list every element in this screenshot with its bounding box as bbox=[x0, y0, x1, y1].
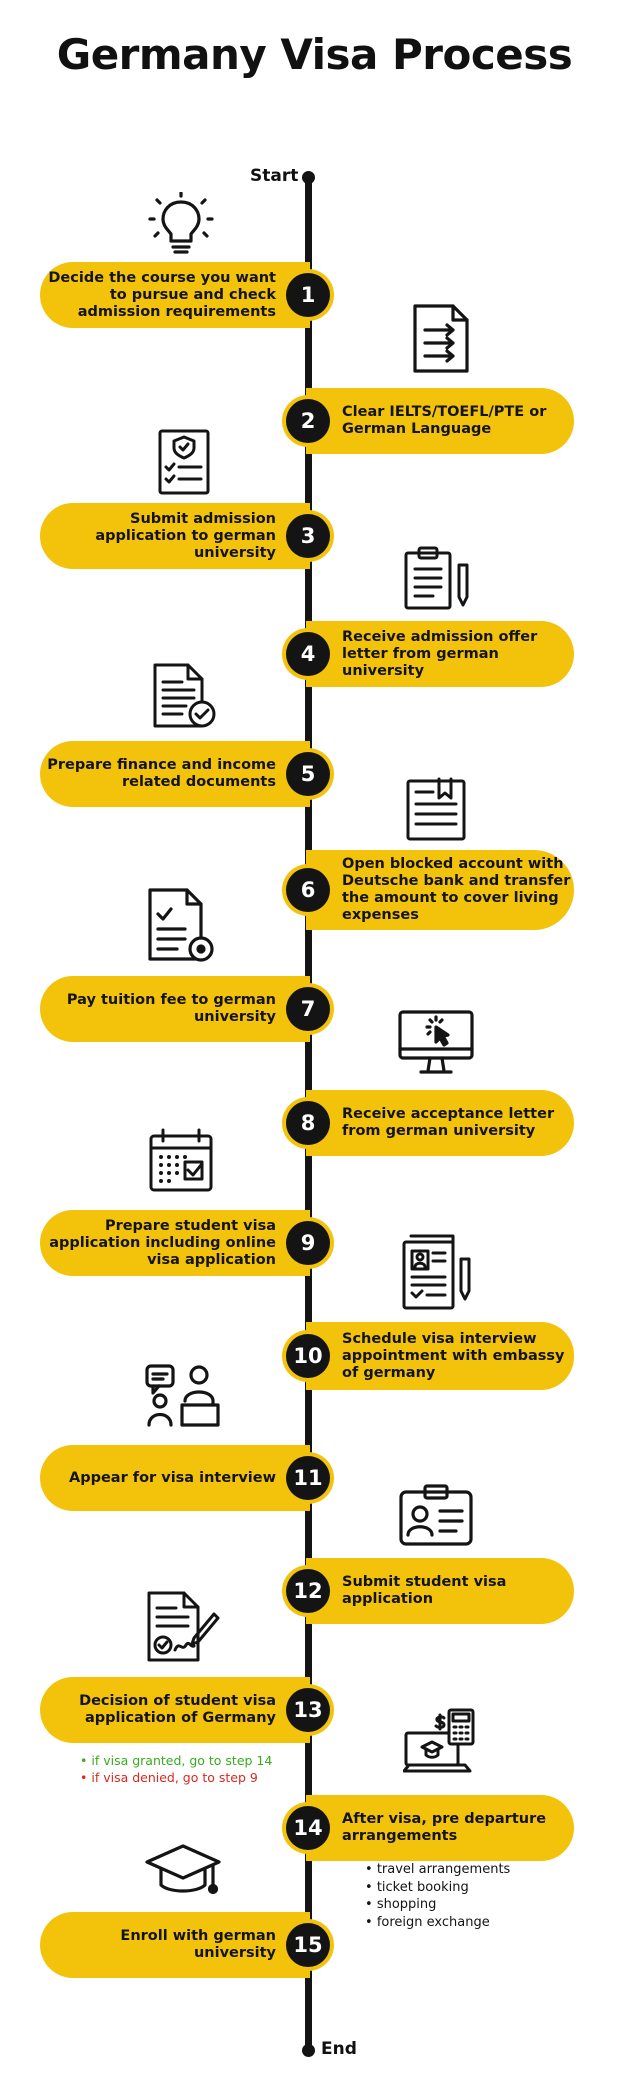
step-8-text: Receive acceptance letter from german un… bbox=[342, 1106, 555, 1139]
list-item: ticket booking bbox=[365, 1879, 510, 1897]
step-14-text: After visa, pre departure arrangements bbox=[342, 1811, 547, 1844]
step-8-card: Receive acceptance letter from german un… bbox=[306, 1090, 574, 1156]
monitor-cursor-icon bbox=[397, 1009, 475, 1077]
step-2-card: Clear IELTS/TOEFL/PTE or German Language bbox=[306, 388, 574, 454]
step-3-number: 3 bbox=[286, 514, 330, 558]
step-6-number: 6 bbox=[286, 868, 330, 912]
interview-desk-icon bbox=[144, 1363, 220, 1429]
step-13-card: Decision of student visa application of … bbox=[40, 1677, 310, 1743]
step-6-card: Open blocked account with Deutsche bank … bbox=[306, 850, 574, 930]
step-4-card: Receive admission offer letter from germ… bbox=[306, 621, 574, 687]
visa-denied-note: • if visa denied, go to step 9 bbox=[80, 1770, 258, 1785]
step-12-number: 12 bbox=[286, 1569, 330, 1613]
step-15-text: Enroll with german university bbox=[120, 1928, 276, 1961]
step-7-card: Pay tuition fee to german university bbox=[40, 976, 310, 1042]
step-1-number: 1 bbox=[286, 273, 330, 317]
predeparture-list: travel arrangements ticket booking shopp… bbox=[365, 1861, 511, 1932]
step-5-text: Prepare finance and income related docum… bbox=[47, 757, 276, 790]
step-12-card: Submit student visa application bbox=[306, 1558, 574, 1624]
shield-checklist-icon bbox=[157, 428, 211, 496]
step-7-text: Pay tuition fee to german university bbox=[66, 992, 276, 1025]
step-11-text: Appear for visa interview bbox=[68, 1469, 276, 1486]
id-badge-icon bbox=[398, 1483, 474, 1547]
step-4-text: Receive admission offer letter from germ… bbox=[342, 628, 538, 679]
step-14-card: After visa, pre departure arrangements bbox=[306, 1795, 574, 1861]
visa-granted-note: • if visa granted, go to step 14 bbox=[80, 1753, 273, 1768]
step-9-card: Prepare student visa application includi… bbox=[40, 1210, 310, 1276]
step-11-card: Appear for visa interview bbox=[40, 1445, 310, 1511]
step-2-number: 2 bbox=[286, 399, 330, 443]
step-7-number: 7 bbox=[286, 987, 330, 1031]
bookmark-document-icon bbox=[405, 776, 467, 842]
lightbulb-icon bbox=[148, 192, 214, 256]
step-4-number: 4 bbox=[286, 632, 330, 676]
step-1-text: Decide the course you want to pursue and… bbox=[48, 269, 276, 320]
laptop-calculator-icon bbox=[403, 1707, 477, 1777]
resume-pencil-icon bbox=[401, 1233, 473, 1313]
step-5-number: 5 bbox=[286, 752, 330, 796]
start-label: Start bbox=[250, 166, 299, 186]
step-10-card: Schedule visa interview appointment with… bbox=[306, 1322, 574, 1390]
step-13-number: 13 bbox=[286, 1688, 330, 1732]
step-3-card: Submit admission application to german u… bbox=[40, 503, 310, 569]
step-10-text: Schedule visa interview appointment with… bbox=[342, 1330, 565, 1381]
page-title: Germany Visa Process bbox=[56, 30, 573, 79]
step-1-card: Decide the course you want to pursue and… bbox=[40, 262, 310, 328]
signed-document-icon bbox=[146, 1590, 220, 1664]
end-label: End bbox=[321, 2039, 357, 2059]
calendar-check-icon bbox=[148, 1127, 214, 1193]
step-6-text: Open blocked account with Deutsche bank … bbox=[342, 856, 571, 923]
step-15-number: 15 bbox=[286, 1923, 330, 1967]
step-2-text: Clear IELTS/TOEFL/PTE or German Language bbox=[342, 404, 547, 437]
end-dot bbox=[302, 2044, 315, 2057]
step-8-number: 8 bbox=[286, 1101, 330, 1145]
step-3-text: Submit admission application to german u… bbox=[95, 510, 276, 561]
step-5-card: Prepare finance and income related docum… bbox=[40, 741, 310, 807]
document-arrows-icon bbox=[409, 303, 473, 375]
step-14-number: 14 bbox=[286, 1806, 330, 1850]
start-dot bbox=[302, 171, 315, 184]
step-15-card: Enroll with german university bbox=[40, 1912, 310, 1978]
graduation-cap-icon bbox=[143, 1843, 223, 1903]
list-item: foreign exchange bbox=[365, 1914, 510, 1932]
step-10-number: 10 bbox=[286, 1334, 330, 1378]
step-9-text: Prepare student visa application includi… bbox=[49, 1217, 276, 1268]
list-item: shopping bbox=[365, 1896, 510, 1914]
clipboard-pencil-icon bbox=[403, 545, 473, 611]
step-11-number: 11 bbox=[286, 1456, 330, 1500]
list-item: travel arrangements bbox=[365, 1861, 511, 1879]
document-check-icon bbox=[152, 662, 218, 730]
step-12-text: Submit student visa application bbox=[342, 1574, 507, 1607]
step-9-number: 9 bbox=[286, 1221, 330, 1265]
checklist-coin-icon bbox=[147, 887, 217, 963]
step-13-text: Decision of student visa application of … bbox=[79, 1693, 276, 1726]
